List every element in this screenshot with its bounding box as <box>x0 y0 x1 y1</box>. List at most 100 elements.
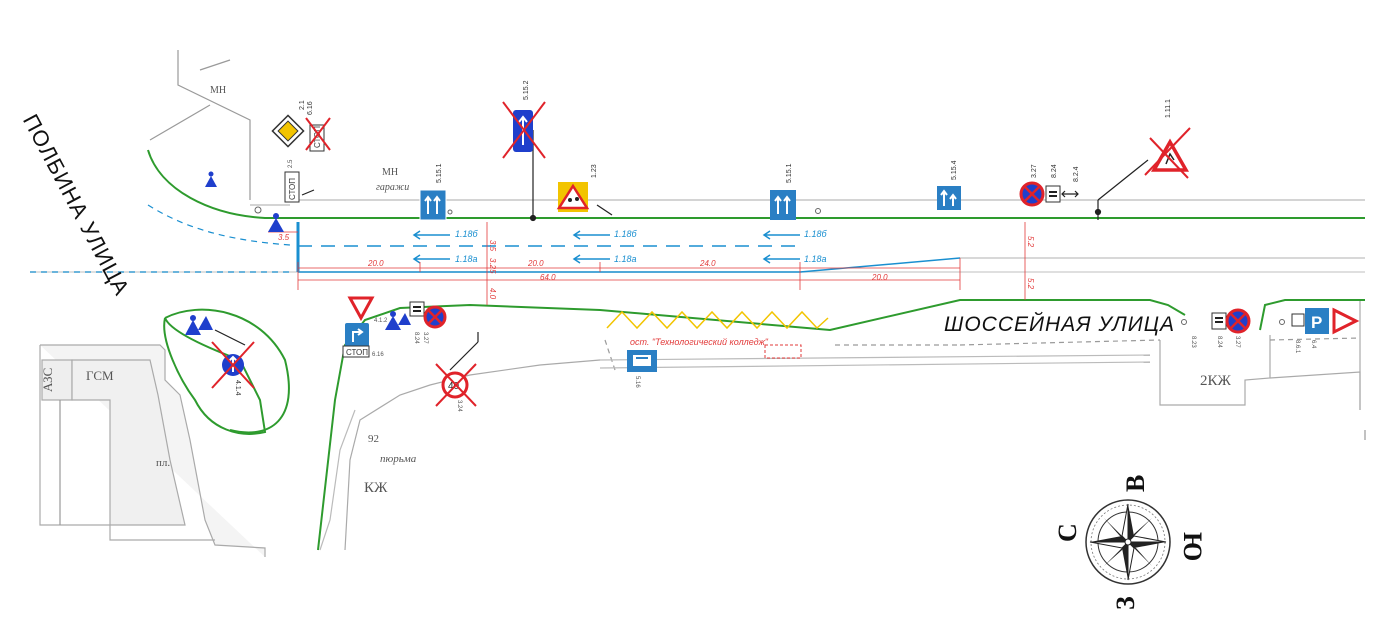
sign-code: 5.16 <box>634 376 640 388</box>
label-gsm: ГСМ <box>86 368 114 383</box>
sign-code: 3.27 <box>422 332 428 344</box>
stop-text: СТОП <box>346 348 368 357</box>
sign-code: 5.15.2 <box>523 80 530 100</box>
dim-label: 20.0 <box>367 259 384 268</box>
sign-code: 2.1 <box>299 100 306 110</box>
yield-sign-right <box>1332 307 1360 335</box>
sign-code: 8.24 <box>413 332 419 344</box>
sign-code: 1.23 <box>591 164 598 178</box>
compass-west: З <box>1111 596 1140 610</box>
no-stopping-sign-a: 3.27 8.24 8.2.4 <box>1019 164 1080 207</box>
lane-arrow-3 <box>762 230 800 240</box>
sign-code: 8.24 <box>1216 336 1222 348</box>
bus-stop-name: ост. "Технологический колледж" <box>630 337 769 347</box>
label-92: 92 <box>368 433 379 445</box>
pedestrian-icon <box>185 315 213 335</box>
main-road-sign: 2.1 <box>271 100 306 148</box>
marking-labels: 1.18б 1.18б 1.18б 1.18а 1.18а 1.18а <box>455 229 828 264</box>
compass-south: Ю <box>1178 532 1207 561</box>
marking-label: 1.18а <box>455 254 478 264</box>
dim-label: 5.2 <box>1026 278 1035 290</box>
yield-sign <box>347 296 375 322</box>
dim-label: 20.0 <box>871 273 888 282</box>
sign-code: 8.2.4 <box>1073 166 1080 182</box>
marking-label: 1.18б <box>804 229 828 239</box>
compass-north: С <box>1053 523 1082 542</box>
sign-code: 6.4 <box>1310 340 1316 349</box>
sign-code: 5.15.4 <box>951 160 958 180</box>
label-pivnaya: пюрьма <box>380 453 417 465</box>
label-mn: МН <box>210 85 226 96</box>
sign-code: 5.15.1 <box>786 163 793 183</box>
map-labels: МН МН гаражи АЗС ГСМ пл. 92 пюрьма КЖ 2К… <box>40 85 1232 496</box>
building-outline <box>177 50 251 200</box>
curb-north <box>147 149 1365 219</box>
pedestrian-symbols <box>185 171 411 335</box>
sign-code: 8.6.1 <box>1294 340 1300 354</box>
dim-label: 20.0 <box>527 259 544 268</box>
label-kzh: КЖ <box>364 480 388 496</box>
curb-lines <box>147 149 1365 551</box>
post-markers <box>254 206 1285 325</box>
sign-code: 4.1.2 <box>374 318 388 324</box>
lane-arrow-6 <box>762 254 800 264</box>
street-name-shosseynaya: ШОССЕЙНАЯ УЛИЦА <box>944 313 1175 336</box>
lane-direction-sign-crossed: 5.15.2 <box>502 80 546 159</box>
pedestrian-icon <box>268 213 284 232</box>
dim-label: 4.0 <box>488 288 497 300</box>
sign-code: 5.15.1 <box>436 163 443 183</box>
bus-stop-sign: 5.16 <box>627 350 657 388</box>
lanes-sign-b: 5.15.1 <box>770 163 796 220</box>
marking-label: 1.18б <box>455 229 479 239</box>
parking-letter: P <box>1311 313 1322 332</box>
lane-arrow-1 <box>412 230 450 240</box>
turn-right-sign: СТОП 6.16 4.1.2 <box>342 318 388 358</box>
sign-code: 6.16 <box>307 101 314 115</box>
stop-text: СТОП <box>313 126 322 148</box>
sign-code: 4.1.4 <box>234 380 241 396</box>
dim-label: 24.0 <box>699 259 716 268</box>
road-markings <box>296 222 1365 273</box>
sign-code: 8.24 <box>1051 164 1058 178</box>
label-mn-garages: МН <box>382 167 398 178</box>
lane-arrow-5 <box>572 254 610 264</box>
stop-sign-crossed: СТОП 6.16 <box>305 101 331 152</box>
island-left <box>163 317 267 435</box>
no-stopping-sign-b: 8.24 3.27 <box>409 301 447 344</box>
lane-start-sign: 5.15.4 <box>937 160 961 210</box>
parking-sign: P 8.6.1 6.4 <box>1291 308 1329 354</box>
label-pl: пл. <box>156 457 170 469</box>
dim-label: 3.5 <box>488 240 497 252</box>
lane-arrow-4 <box>412 254 450 264</box>
stop-text: СТОП <box>288 178 297 200</box>
sign-code: 3.27 <box>1031 164 1038 178</box>
dim-label: 64.0 <box>540 273 556 282</box>
polbina-lanes <box>30 204 291 273</box>
sign-code: 3.27 <box>1234 336 1240 348</box>
dimension-labels: 3.5 3.5 3.25 4.0 5.2 5.2 20.0 20.0 24.0 … <box>278 233 1035 300</box>
sign-code: 2.5 <box>288 159 294 168</box>
marking-label: 1.18а <box>804 254 827 264</box>
marking-label: 1.18б <box>614 229 638 239</box>
dim-label: 5.2 <box>1026 236 1035 248</box>
compass-east: В <box>1121 475 1150 492</box>
sign-code: 6.16 <box>372 352 384 358</box>
speed-limit-sign-crossed: 40 3.24 <box>435 363 477 412</box>
children-sign: 1.23 <box>556 164 598 212</box>
pedestrian-icon <box>205 171 217 187</box>
no-stopping-sign-c: 8.23 8.24 3.27 <box>1190 308 1251 348</box>
dim-label: 3.25 <box>488 258 497 274</box>
lane-arrow-2 <box>572 230 610 240</box>
curb-south-east <box>1259 299 1365 331</box>
lane-taper <box>799 257 961 273</box>
marking-label: 1.18а <box>614 254 637 264</box>
direction-sign-crossed: 4.1.4 <box>211 341 255 396</box>
label-garages: гаражи <box>376 182 409 193</box>
sign-code: 8.23 <box>1190 336 1196 348</box>
dim-label: 3.5 <box>278 233 290 242</box>
lanes-sign-a: 5.15.1 <box>419 163 447 221</box>
label-2kzh: 2КЖ <box>1200 373 1232 389</box>
pedestrian-icon <box>385 311 411 330</box>
stop-plate: СТОП 2.5 <box>284 159 300 203</box>
